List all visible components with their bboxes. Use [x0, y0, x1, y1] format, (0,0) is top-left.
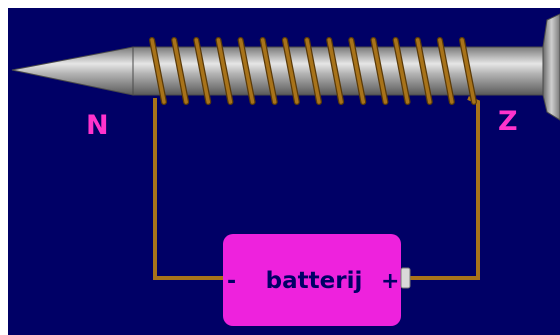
coil-winding — [305, 38, 321, 104]
coil-winding — [393, 38, 410, 104]
coil-winding — [371, 38, 388, 104]
battery-plus-sign: + — [381, 269, 399, 294]
left-wire — [153, 98, 228, 280]
north-pole-label: N — [86, 110, 109, 141]
coil-icon — [149, 37, 477, 105]
coil-winding — [283, 38, 299, 104]
battery-icon: - batterij + — [223, 234, 411, 326]
battery-plus-terminal — [400, 267, 411, 289]
coil-winding — [150, 38, 166, 104]
coil-winding — [415, 38, 432, 104]
coil-winding — [460, 38, 476, 104]
coil-winding — [216, 38, 233, 104]
coil-winding — [349, 38, 366, 104]
battery-minus-sign: - — [227, 269, 236, 294]
coil-winding — [194, 38, 211, 104]
coil-winding — [238, 38, 255, 104]
coil-winding — [260, 38, 277, 104]
coil-winding — [327, 38, 343, 104]
south-pole-label: Z — [498, 106, 518, 137]
battery-label: batterij — [266, 268, 363, 294]
coil-winding — [438, 38, 454, 104]
coil-winding — [172, 38, 188, 104]
nail-head — [542, 13, 560, 121]
battery-body — [223, 234, 401, 326]
